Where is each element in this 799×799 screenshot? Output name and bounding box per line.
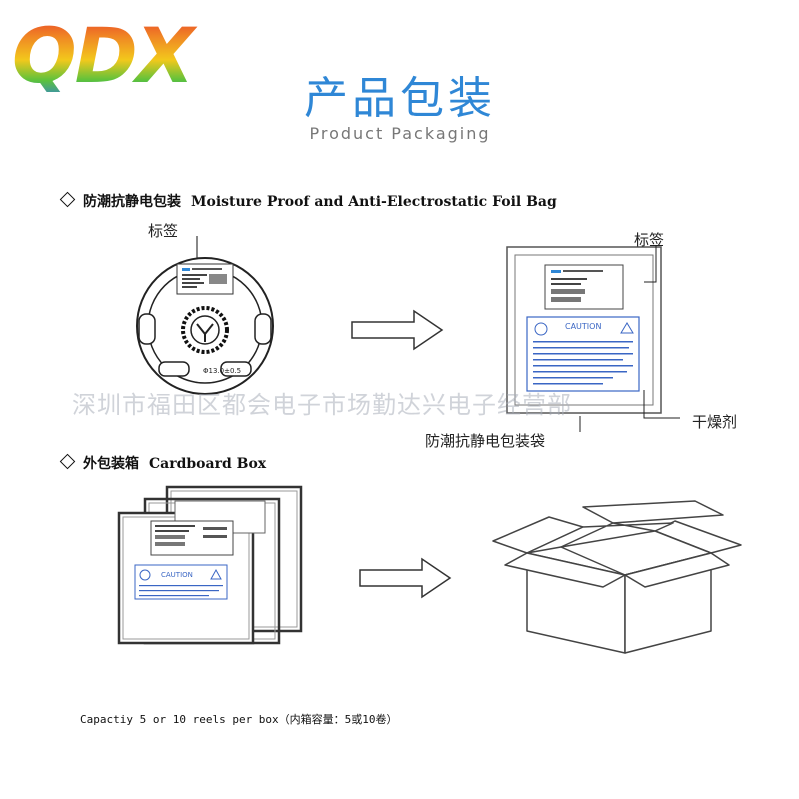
- sticker-logo-mark: [182, 268, 190, 271]
- reel-window-bottom-right: [220, 361, 252, 377]
- caution-text-line: [533, 377, 613, 379]
- caution-text-line: [533, 347, 629, 349]
- bag-sticker-barcode: [551, 297, 581, 302]
- arrow-right-icon: [351, 309, 444, 351]
- bag-sticker-line: [551, 278, 587, 280]
- stacked-sticker-barcode: [155, 542, 185, 546]
- section-heading-foil-bag: 防潮抗静电包装 Moisture Proof and Anti-Electrost…: [59, 191, 557, 211]
- esd-icon: [534, 322, 548, 336]
- reel-label-text: 标签: [148, 222, 179, 240]
- stacked-sticker-line: [203, 527, 227, 530]
- reel-window-bottom-left: [158, 361, 190, 377]
- caution-text-line: [533, 353, 633, 355]
- caution-text-line: [533, 341, 633, 343]
- cardboard-box-diagram: [492, 500, 742, 654]
- bag-sticker-line: [563, 270, 603, 272]
- reel-diameter-mark: Φ13.0±0.5: [203, 367, 241, 375]
- caution-text-line: [139, 595, 209, 597]
- caution-text-line: [533, 371, 627, 373]
- section-title-cn: 防潮抗静电包装: [83, 194, 181, 210]
- sticker-line: [182, 274, 207, 276]
- warning-icon: [620, 322, 634, 334]
- reel-window-right: [254, 313, 272, 345]
- caution-text-line: [533, 383, 603, 385]
- stacked-sticker-barcode: [155, 535, 185, 539]
- stacked-caution-title: CAUTION: [161, 571, 193, 579]
- sticker-barcode: [209, 274, 227, 284]
- box-back-flap: [582, 500, 724, 524]
- qdx-logo: QDX: [12, 14, 200, 92]
- desiccant-leader: [643, 390, 680, 419]
- section-heading-cardboard: 外包装箱 Cardboard Box: [59, 453, 267, 473]
- caution-text-line: [139, 590, 219, 592]
- stacked-bags-diagram: CAUTION: [117, 485, 303, 645]
- diamond-icon: [59, 191, 76, 208]
- bag-caution-title: CAUTION: [565, 322, 601, 331]
- box-side-flap: [624, 552, 730, 588]
- foil-bag-diagram: CAUTION: [506, 246, 662, 414]
- bag-inner: [514, 254, 654, 406]
- caution-text-line: [139, 585, 223, 587]
- caution-text-line: [533, 365, 633, 367]
- reel-window-left: [138, 313, 156, 345]
- sticker-line: [182, 286, 197, 288]
- tag-leader: [644, 246, 657, 283]
- page-subtitle: Product Packaging: [309, 124, 491, 143]
- logo-text: QDX: [12, 14, 198, 92]
- section-title-en: Moisture Proof and Anti-Electrostatic Fo…: [191, 194, 557, 210]
- stacked-sticker-line: [155, 530, 189, 532]
- stacked-caution-panel: [134, 564, 228, 600]
- bag-tag-label: 标签: [634, 231, 665, 249]
- section-title-cn: 外包装箱: [83, 456, 139, 472]
- stacked-sticker-line: [155, 525, 195, 527]
- reel-hub-spokes: [196, 323, 214, 342]
- sticker-line: [182, 278, 200, 280]
- reel-diagram: Φ13.0±0.5: [136, 236, 274, 395]
- caution-text-line: [533, 359, 623, 361]
- watermark-text: 深圳市福田区都会电子市场勤达兴电子经营部: [72, 391, 572, 419]
- diamond-icon: [59, 453, 76, 470]
- sticker-line: [182, 282, 204, 284]
- box-front-flap: [504, 552, 626, 588]
- capacity-note: Capactiy 5 or 10 reels per box（内箱容量：5或10…: [80, 713, 398, 726]
- bag-sticker-barcode: [551, 289, 585, 294]
- bag-sticker-logo: [551, 270, 561, 273]
- bag-leader-lines: [579, 246, 680, 432]
- warning-icon: [210, 568, 222, 580]
- bag-sticker-line: [551, 283, 581, 285]
- arrow-right-icon: [359, 557, 452, 599]
- stacked-sticker-line: [203, 535, 227, 538]
- section-title-en: Cardboard Box: [149, 456, 267, 472]
- page-title: 产品包装: [304, 73, 496, 124]
- foil-bag-label: 防潮抗静电包装袋: [425, 432, 546, 450]
- sticker-line: [192, 268, 222, 270]
- esd-icon: [139, 569, 151, 581]
- desiccant-label: 干燥剂: [692, 413, 738, 431]
- reel-hub-inner: [190, 315, 220, 345]
